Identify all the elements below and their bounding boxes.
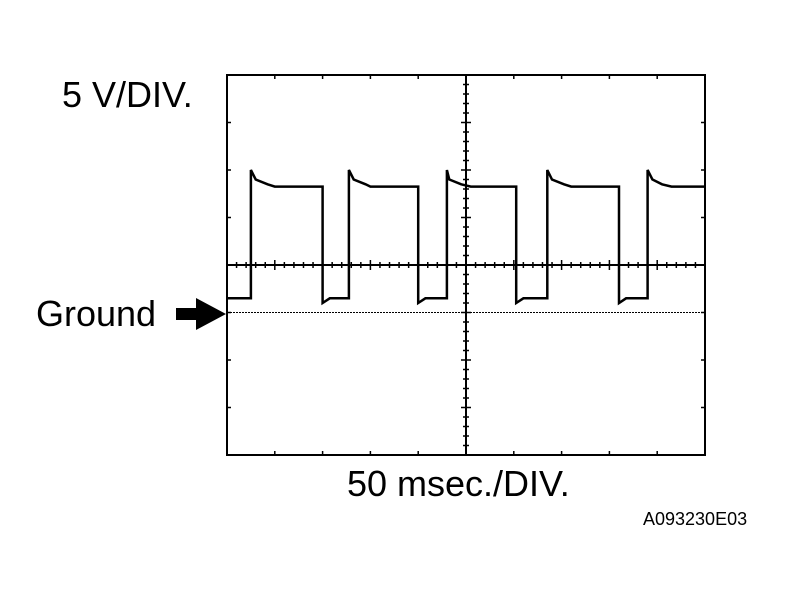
- figure-code: A093230E03: [643, 509, 748, 529]
- signal-trace: [227, 169, 705, 306]
- arrow-right-icon: [176, 298, 226, 330]
- time-per-division-label: 50 msec./DIV.: [347, 463, 570, 504]
- ground-label: Ground: [36, 293, 157, 334]
- volts-per-division-label: 5 V/DIV.: [62, 74, 193, 115]
- scope-ticks: [226, 74, 706, 456]
